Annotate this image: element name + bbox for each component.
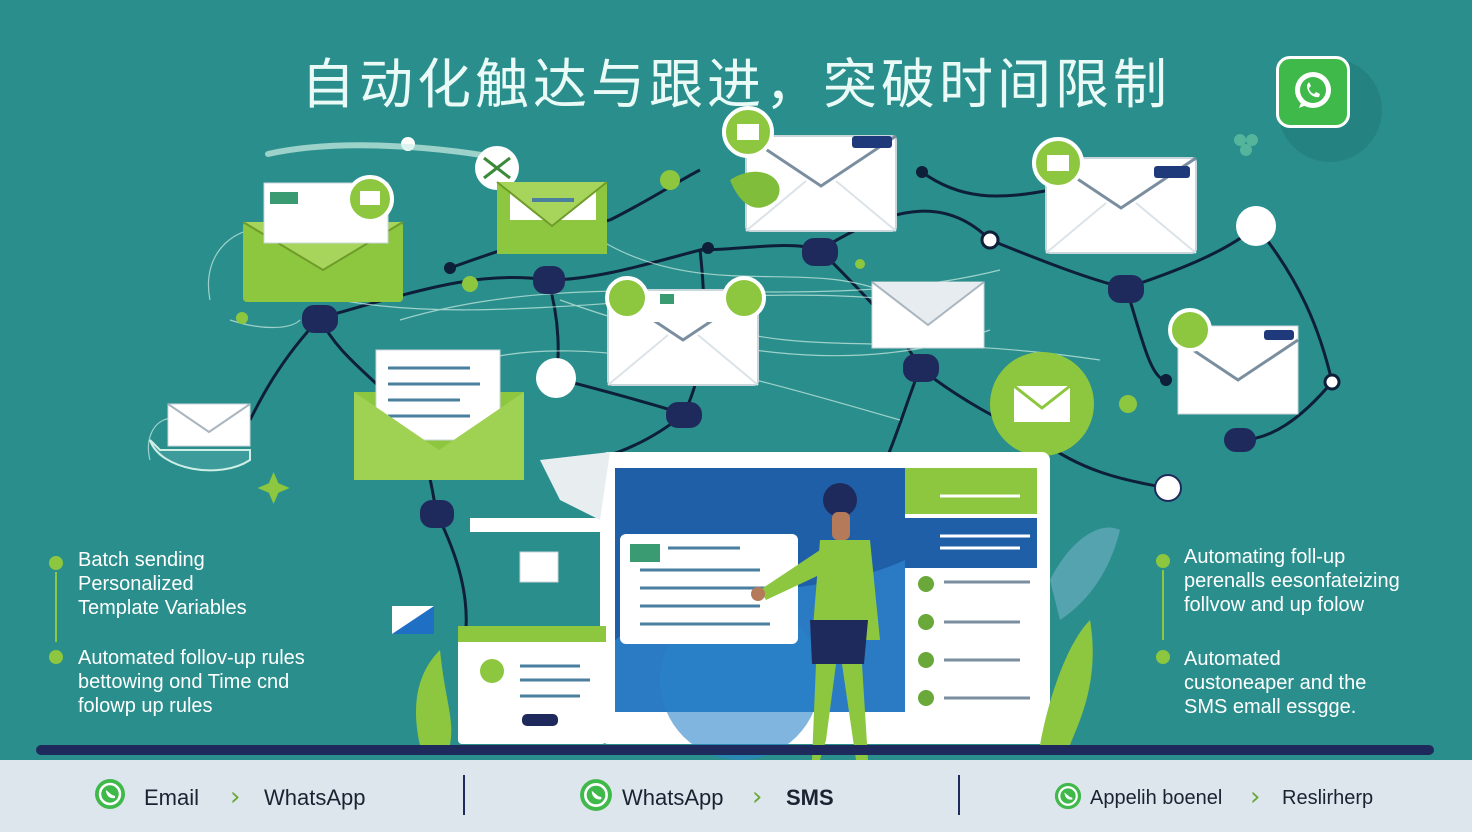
channel-label: SMS xyxy=(786,785,834,810)
channel-label: Email xyxy=(144,785,200,810)
whatsapp-icon xyxy=(1054,782,1082,810)
left-feature-group-1: Batch sending Personalized Template Vari… xyxy=(78,548,247,620)
channel-label: Appelih boenel xyxy=(1090,787,1223,809)
whatsapp-icon xyxy=(1276,56,1350,128)
feature-text: Personalized xyxy=(78,573,194,595)
feature-text: Automated follov-up rules xyxy=(78,647,305,669)
whatsapp-icon xyxy=(95,779,125,809)
feature-text: folowp up rules xyxy=(78,695,213,717)
bullet-dot xyxy=(1156,554,1170,568)
channel-bar xyxy=(0,760,1472,832)
bullet-dot xyxy=(49,556,63,570)
channel-label: WhatsApp xyxy=(264,785,366,810)
channel-label: Reslirherp xyxy=(1282,787,1374,809)
feature-text: bettowing ond Time cnd xyxy=(78,671,290,693)
chevron-right-icon: › xyxy=(230,782,241,812)
person-figure xyxy=(751,483,880,790)
envelope-icon xyxy=(354,349,524,480)
envelope-icon xyxy=(744,134,898,233)
whatsapp-icon xyxy=(580,779,612,811)
divider xyxy=(1162,570,1164,640)
divider xyxy=(55,572,57,642)
right-feature-group-1: Automating foll-up perenalls eesonfateiz… xyxy=(1184,545,1400,617)
feature-text: custoneaper and the xyxy=(1184,672,1367,694)
feature-text: Template Variables xyxy=(78,597,247,619)
feature-text: Automating foll-up xyxy=(1184,546,1346,568)
floor-line xyxy=(36,745,1434,755)
envelope-icon xyxy=(496,181,608,254)
envelope-icon xyxy=(871,281,985,349)
envelope-icon xyxy=(1044,156,1198,255)
chevron-right-icon: › xyxy=(1250,782,1261,812)
feature-text: SMS emall essgge. xyxy=(1184,696,1357,718)
divider xyxy=(463,775,465,815)
channel-label: WhatsApp xyxy=(622,785,724,810)
feature-text: Automated xyxy=(1184,648,1281,670)
bullet-dot xyxy=(1156,650,1170,664)
page-title: 自动化触达与跟进，突破时间限制 xyxy=(301,53,1171,116)
bullet-dot xyxy=(49,650,63,664)
left-feature-group-2: Automated follov-up rules bettowing ond … xyxy=(78,646,305,718)
right-feature-group-2: Automated custoneaper and the SMS emall … xyxy=(1184,647,1366,719)
divider xyxy=(958,775,960,815)
feature-text: Batch sending xyxy=(78,549,205,571)
feature-text: perenalls eesonfateizing xyxy=(1184,570,1400,592)
feature-text: follvow and up folow xyxy=(1184,594,1365,616)
chevron-right-icon: › xyxy=(752,782,763,812)
